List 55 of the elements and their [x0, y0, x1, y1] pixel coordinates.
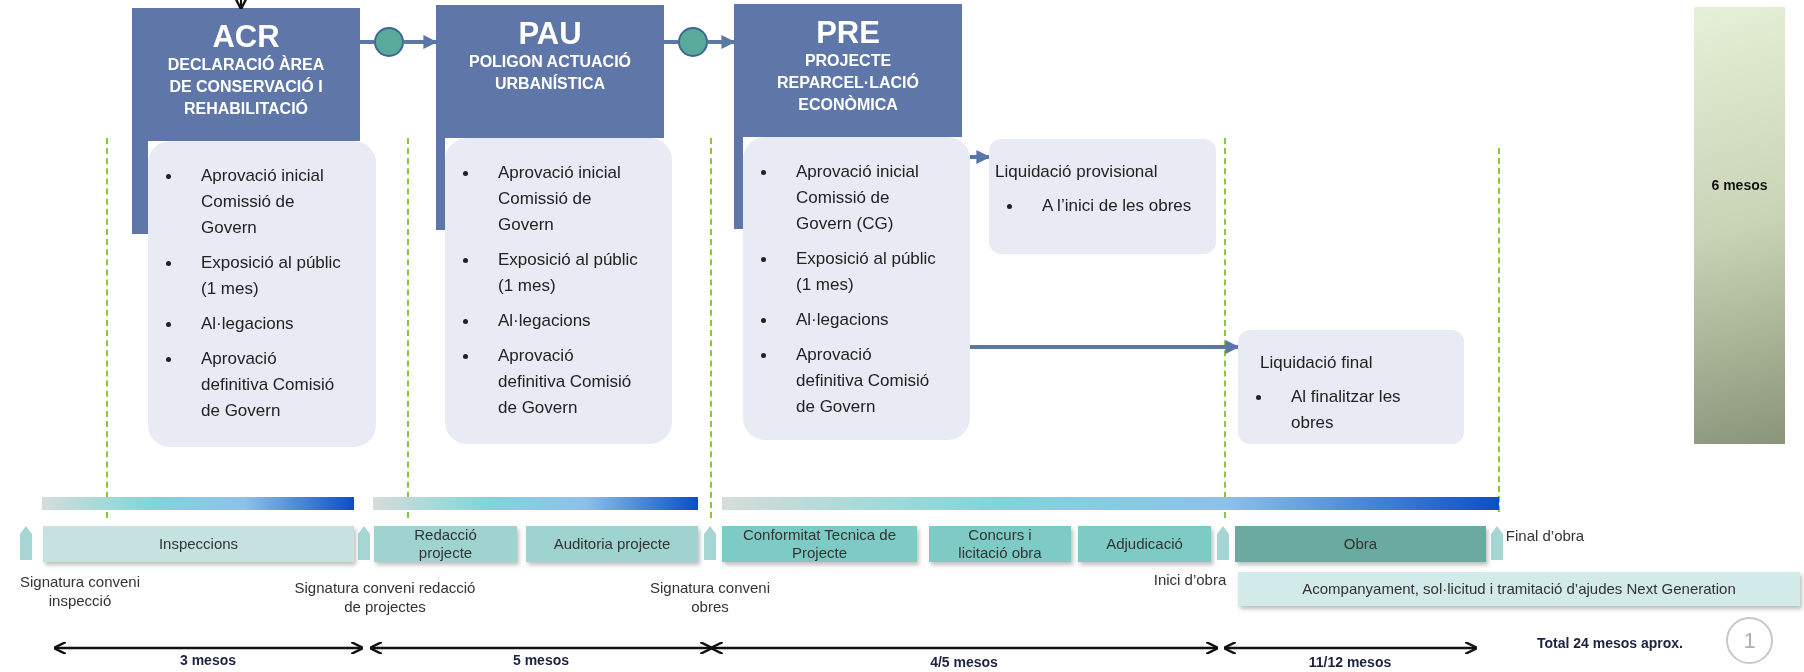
step-card	[148, 141, 376, 447]
phase-title: PROJECTE REPARCEL·LACIÓ ECONÒMICA	[776, 51, 920, 115]
list-item: Aprovació definitiva Comisió de Govern	[498, 345, 633, 419]
task-bar: Adjudicació	[1078, 526, 1211, 562]
list-item: Aprovació inicial Comissió de Govern	[201, 165, 325, 239]
milestone-label: Final d’obra	[1505, 526, 1585, 545]
settlement-card	[989, 139, 1216, 254]
task-bar: Inspeccions	[43, 526, 354, 562]
task-bar: Concurs i licitació obra	[929, 526, 1071, 562]
phase-title: DECLARACIÓ ÀREA DE CONSERVACIÓ I REHABILITACIÓ	[166, 54, 326, 119]
list-item: Aprovació definitiva Comisió de Govern	[796, 344, 931, 418]
card-heading: Liquidació provisional	[994, 161, 1159, 183]
duration-text: 6 mesos	[1711, 176, 1768, 195]
milestone-label: Signatura conveni redacció de projectes	[293, 578, 477, 616]
list-item: Al·legacions	[796, 309, 890, 331]
list-item: Al·legacions	[498, 310, 592, 332]
duration-label: 5 mesos	[511, 651, 570, 670]
connector-arrow	[970, 340, 1240, 354]
task-bar: Obra	[1235, 526, 1486, 562]
list-item: Aprovació inicial Comissió de Govern (CG)	[796, 161, 920, 235]
settlement-card	[1238, 330, 1464, 444]
milestone-label: Signatura conveni obres	[648, 578, 772, 616]
list-item: Aprovació definitiva Comisió de Govern	[201, 348, 336, 422]
phase-code: PAU	[518, 17, 582, 51]
connector-arrow	[708, 35, 736, 49]
task-bar: Conformitat Tecnica de Projecte	[722, 526, 917, 562]
duration-bar	[1694, 7, 1785, 444]
list-item: Al·legacions	[201, 313, 295, 335]
milestone-label: Signatura conveni inspecció	[18, 572, 142, 610]
duration-label: 4/5 mesos	[929, 653, 999, 672]
phase-header-box	[436, 5, 664, 138]
list-item: Aprovació inicial Comissió de Govern	[498, 162, 622, 236]
phase-header-box	[734, 4, 962, 137]
list-item: A l’inici de les obres	[1042, 195, 1192, 217]
list-item: Exposició al públic (1 mes)	[796, 248, 937, 296]
step-card	[445, 138, 672, 444]
task-bar: Acompanyament, sol·licitud i tramitació d’ajudes Next Generation	[1238, 572, 1800, 606]
milestone-label: Inici d’obra	[1152, 570, 1228, 589]
connector-arrow	[970, 150, 991, 164]
duration-label: 3 mesos	[178, 651, 237, 670]
phase-title: POLIGON ACTUACIÓ URBANÍSTICA	[467, 51, 633, 94]
connector-arrow	[404, 35, 438, 49]
phase-code: PRE	[816, 16, 880, 50]
duration-label: 11/12 mesos	[1307, 653, 1393, 672]
phase-header-box	[132, 8, 360, 141]
list-item: Al finalitzar les obres	[1291, 386, 1402, 434]
phase-code: ACR	[212, 20, 280, 54]
duration-label: Total 24 mesos aprox.	[1536, 634, 1684, 653]
list-item: Exposició al públic (1 mes)	[201, 252, 342, 300]
step-card	[743, 137, 970, 440]
card-heading: Liquidació final	[1259, 352, 1374, 374]
connector-arrow	[233, 0, 249, 11]
task-bar: Auditoria projecte	[526, 526, 698, 562]
list-item: Exposició al públic (1 mes)	[498, 249, 639, 297]
task-bar: Redacció projecte	[374, 526, 517, 562]
